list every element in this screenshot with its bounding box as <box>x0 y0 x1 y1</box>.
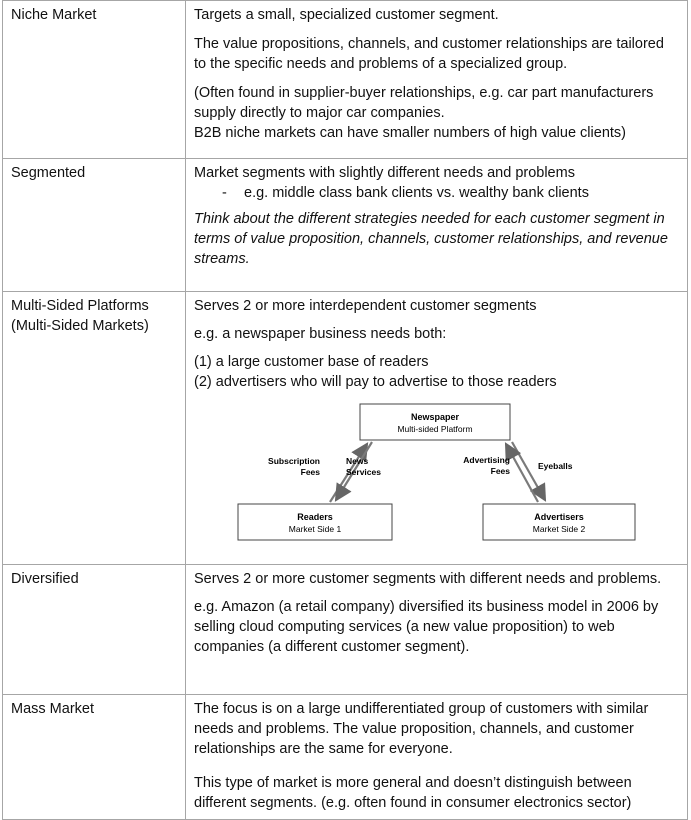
row-description: Serves 2 or more interdependent customer… <box>185 291 688 565</box>
platform-subtitle: Multi-sided Platform <box>397 424 472 434</box>
advertisers-subtitle: Market Side 2 <box>533 524 586 534</box>
table-row-multi-sided: Multi-Sided Platforms (Multi-Sided Marke… <box>2 291 688 565</box>
news-arrow <box>334 441 373 502</box>
multi-sided-platform-diagram: Newspaper Multi-sided Platform Readers M… <box>194 396 679 546</box>
advertisers-box: Advertisers Market Side 2 <box>482 503 636 541</box>
news-label-2: Services <box>346 467 381 477</box>
row-label-text: Segmented <box>11 165 86 181</box>
paragraph: e.g. Amazon (a retail company) diversifi… <box>194 599 659 655</box>
readers-subtitle: Market Side 1 <box>289 524 342 534</box>
row-description: Serves 2 or more customer segments with … <box>185 564 688 695</box>
advertising-label-1: Advertising <box>463 455 510 465</box>
row-label-text: Niche Market <box>11 7 97 23</box>
table-row-mass-market: Mass Market The focus is on a large undi… <box>2 694 688 820</box>
bullet-item: - e.g. middle class bank clients vs. weal… <box>194 183 679 203</box>
paragraph: (Often found in supplier-buyer relations… <box>194 85 654 121</box>
paragraph-group: (Often found in supplier-buyer relations… <box>194 83 679 143</box>
table-row-niche: Niche Market Targets a small, specialize… <box>2 0 688 159</box>
table-row-segmented: Segmented Market segments with slightly … <box>2 158 688 292</box>
row-label-text: Diversified <box>11 571 79 587</box>
row-label-text: Mass Market <box>11 701 94 717</box>
paragraph: The focus is on a large undifferentiated… <box>194 701 649 757</box>
bullet-dash: - <box>222 185 227 201</box>
subscription-label-2: Fees <box>301 467 321 477</box>
paragraph: Market segments with slightly different … <box>194 165 575 181</box>
bullet-text: e.g. middle class bank clients vs. wealt… <box>244 185 589 201</box>
paragraph-group: (1) a large customer base of readers (2)… <box>194 352 679 392</box>
row-description: Market segments with slightly different … <box>185 158 688 292</box>
paragraph: B2B niche markets can have smaller numbe… <box>194 125 626 141</box>
readers-box: Readers Market Side 1 <box>237 503 393 541</box>
paragraph-group: Market segments with slightly different … <box>194 163 679 203</box>
advertising-arrow <box>504 442 539 503</box>
paragraph: This type of market is more general and … <box>194 775 632 811</box>
eyeballs-arrow <box>511 441 547 502</box>
paragraph: (2) advertisers who will pay to advertis… <box>194 374 557 390</box>
paragraph: Think about the different strategies nee… <box>194 211 668 267</box>
subscription-label-1: Subscription <box>268 456 320 466</box>
paragraph: (1) a large customer base of readers <box>194 354 429 370</box>
row-label: Segmented <box>2 158 186 292</box>
readers-title: Readers <box>297 512 333 522</box>
paragraph: e.g. a newspaper business needs both: <box>194 326 447 342</box>
paragraph: Serves 2 or more interdependent customer… <box>194 298 537 314</box>
row-label-text: (Multi-Sided Markets) <box>11 318 149 334</box>
table-row-diversified: Diversified Serves 2 or more customer se… <box>2 564 688 695</box>
news-label-1: News <box>346 456 368 466</box>
row-label: Diversified <box>2 564 186 695</box>
paragraph: The value propositions, channels, and cu… <box>194 36 664 72</box>
row-label: Multi-Sided Platforms (Multi-Sided Marke… <box>2 291 186 565</box>
platform-diagram-svg: Newspaper Multi-sided Platform Readers M… <box>237 403 636 541</box>
platform-box: Newspaper Multi-sided Platform <box>359 403 511 441</box>
advertising-label-2: Fees <box>491 466 511 476</box>
paragraph: Targets a small, specialized customer se… <box>194 7 499 23</box>
row-label-text: Multi-Sided Platforms <box>11 298 149 314</box>
row-label: Mass Market <box>2 694 186 820</box>
eyeballs-label: Eyeballs <box>538 461 573 471</box>
row-description: Targets a small, specialized customer se… <box>185 0 688 159</box>
row-label: Niche Market <box>2 0 186 159</box>
flow-arrows <box>329 441 547 503</box>
paragraph: Serves 2 or more customer segments with … <box>194 571 662 587</box>
platform-title: Newspaper <box>411 412 460 422</box>
advertisers-title: Advertisers <box>534 512 584 522</box>
row-description: The focus is on a large undifferentiated… <box>185 694 688 820</box>
